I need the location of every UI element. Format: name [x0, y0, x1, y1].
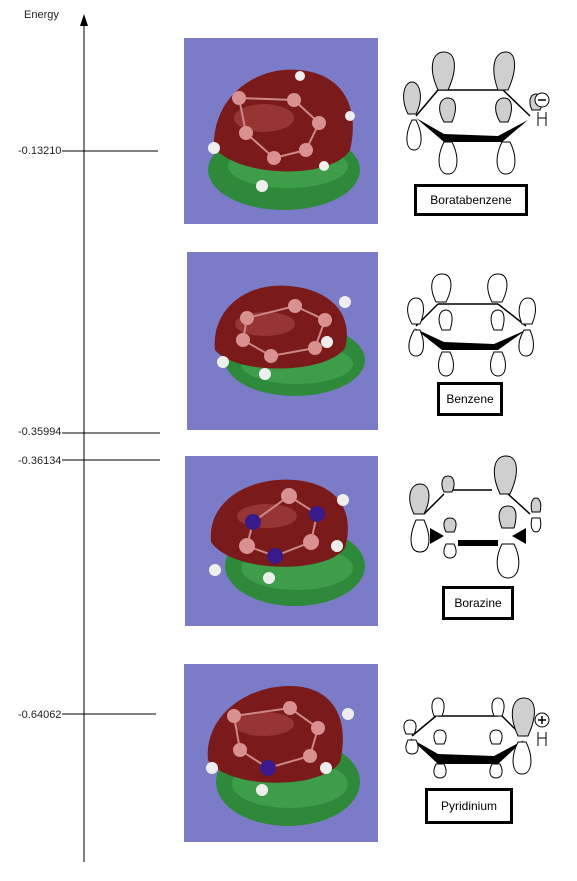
hydrogen-atoms [217, 296, 351, 380]
hydrogen-atoms [209, 494, 349, 584]
upper-lobe-highlight [234, 712, 294, 736]
molecule-label-borazine: Borazine [442, 586, 514, 620]
nitrogen-lower-lobe [512, 741, 532, 775]
ring-front-edge [414, 328, 526, 350]
ring-right-wedge [512, 528, 526, 544]
ring-left-wedge [430, 528, 444, 544]
ring-outline [415, 89, 531, 117]
boron-h-stub [537, 112, 547, 126]
molecule-label-pyridinium: Pyridinium [425, 788, 513, 824]
lower-p-lobes [405, 739, 503, 779]
ring-atoms [227, 701, 325, 776]
upper-lobe-highlight [234, 104, 294, 132]
level-label-pyridinium: -0.64062 [18, 709, 62, 721]
hydrogen-atoms [206, 708, 354, 796]
nitrogen-upper-lobe [511, 697, 535, 737]
ring-front-edge [410, 738, 524, 764]
lower-p-lobes [408, 329, 534, 377]
ring-front-edge [416, 118, 528, 142]
ring-outline [423, 489, 531, 515]
nitrogen-h-stub [537, 732, 547, 746]
p-orbital-diagram-boratabenzene [403, 51, 550, 175]
level-label-borazine: -0.36134 [18, 455, 62, 467]
molecule-label-boratabenzene: Boratabenzene [414, 184, 528, 216]
upper-p-lobes [403, 697, 505, 745]
p-orbital-diagram-borazine [409, 455, 542, 579]
axis-arrowhead [80, 14, 88, 26]
ring-atoms [232, 91, 326, 165]
ring-outline [415, 303, 527, 327]
axis-title: Energy [24, 9, 59, 21]
level-label-boratabenzene: -0.13210 [18, 145, 62, 157]
upper-p-lobes [403, 51, 543, 123]
p-orbital-diagram-benzene [407, 273, 536, 377]
lower-p-lobes [410, 517, 542, 579]
ring-outline [411, 715, 523, 737]
p-orbital-diagram-pyridinium [403, 697, 550, 779]
orbital-render-boratabenzene [184, 38, 378, 224]
orbital-render-pyridinium [184, 664, 378, 842]
level-label-benzene: -0.35994 [18, 426, 62, 438]
lower-p-lobes [406, 119, 516, 175]
ring-front-edge [458, 540, 498, 546]
ring-atoms [239, 488, 325, 564]
ring-atoms [236, 299, 332, 363]
molecule-label-benzene: Benzene [437, 382, 503, 416]
orbital-render-benzene [187, 252, 378, 430]
hydrogen-atoms [208, 71, 355, 192]
upper-p-lobes [409, 455, 542, 533]
upper-p-lobes [407, 273, 536, 331]
orbital-render-borazine [185, 456, 378, 626]
